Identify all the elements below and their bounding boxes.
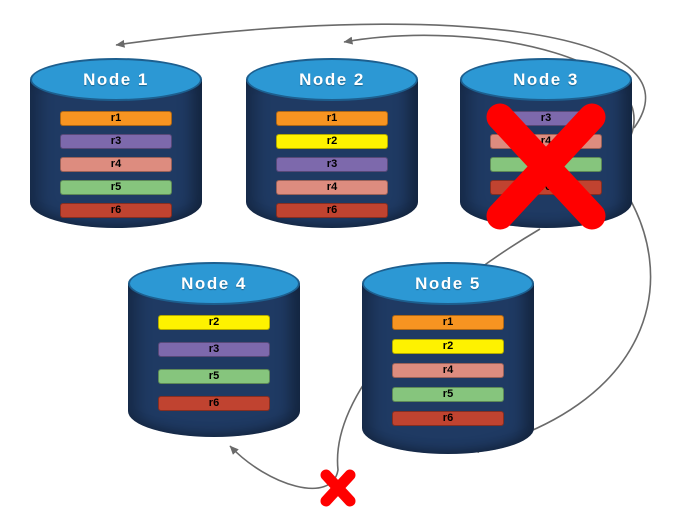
node-2-title: Node 2 bbox=[299, 69, 365, 89]
replica-bar-r2: r2 bbox=[158, 315, 270, 330]
node-2-cylinder-top: Node 2 bbox=[246, 58, 418, 101]
node-1-cylinder-top: Node 1 bbox=[30, 58, 202, 101]
node-4-replica-list: r2 r3 r5 r6 bbox=[128, 315, 300, 411]
node-3-cylinder-top: Node 3 bbox=[460, 58, 632, 101]
replica-bar-r4: r4 bbox=[276, 180, 388, 195]
replica-bar-r4: r4 bbox=[60, 157, 172, 172]
node-5: Node 5 r1 r2 r4 r5 r6 bbox=[362, 262, 534, 454]
node-1: Node 1 r1 r3 r4 r5 r6 bbox=[30, 58, 202, 228]
failed-node-x-icon bbox=[486, 103, 606, 230]
failed-transfer-x-icon bbox=[320, 469, 356, 507]
node-4-title: Node 4 bbox=[181, 273, 247, 293]
replica-bar-r3: r3 bbox=[60, 134, 172, 149]
replica-bar-r1: r1 bbox=[392, 315, 504, 330]
arrow-node3-to-node2 bbox=[343, 34, 635, 147]
replica-bar-r1: r1 bbox=[276, 111, 388, 126]
node-2: Node 2 r1 r2 r3 r4 r6 bbox=[246, 58, 418, 228]
node-4: Node 4 r2 r3 r5 r6 bbox=[128, 262, 300, 437]
replica-bar-r2: r2 bbox=[392, 339, 504, 354]
replica-bar-r3: r3 bbox=[158, 342, 270, 357]
node-5-title: Node 5 bbox=[415, 273, 481, 293]
replica-bar-r2: r2 bbox=[276, 134, 388, 149]
node-3-title: Node 3 bbox=[513, 69, 579, 89]
replica-bar-r5: r5 bbox=[60, 180, 172, 195]
replica-bar-r6: r6 bbox=[60, 203, 172, 218]
replica-bar-r3: r3 bbox=[276, 157, 388, 172]
arrow-node3-to-node1 bbox=[115, 23, 647, 129]
node-1-replica-list: r1 r3 r4 r5 r6 bbox=[30, 111, 202, 218]
node-5-replica-list: r1 r2 r4 r5 r6 bbox=[362, 315, 534, 426]
replica-bar-r4: r4 bbox=[392, 363, 504, 378]
node-4-cylinder-top: Node 4 bbox=[128, 262, 300, 305]
replica-bar-r6: r6 bbox=[392, 411, 504, 426]
replica-bar-r1: r1 bbox=[60, 111, 172, 126]
node-2-replica-list: r1 r2 r3 r4 r6 bbox=[246, 111, 418, 218]
node-4-cylinder-body bbox=[128, 283, 300, 437]
replica-bar-r6: r6 bbox=[158, 396, 270, 411]
replica-bar-r5: r5 bbox=[392, 387, 504, 402]
replica-bar-r6: r6 bbox=[276, 203, 388, 218]
arrow-node3-to-node5 bbox=[469, 179, 652, 453]
replica-bar-r5: r5 bbox=[158, 369, 270, 384]
node-1-title: Node 1 bbox=[83, 69, 149, 89]
node-5-cylinder-top: Node 5 bbox=[362, 262, 534, 305]
